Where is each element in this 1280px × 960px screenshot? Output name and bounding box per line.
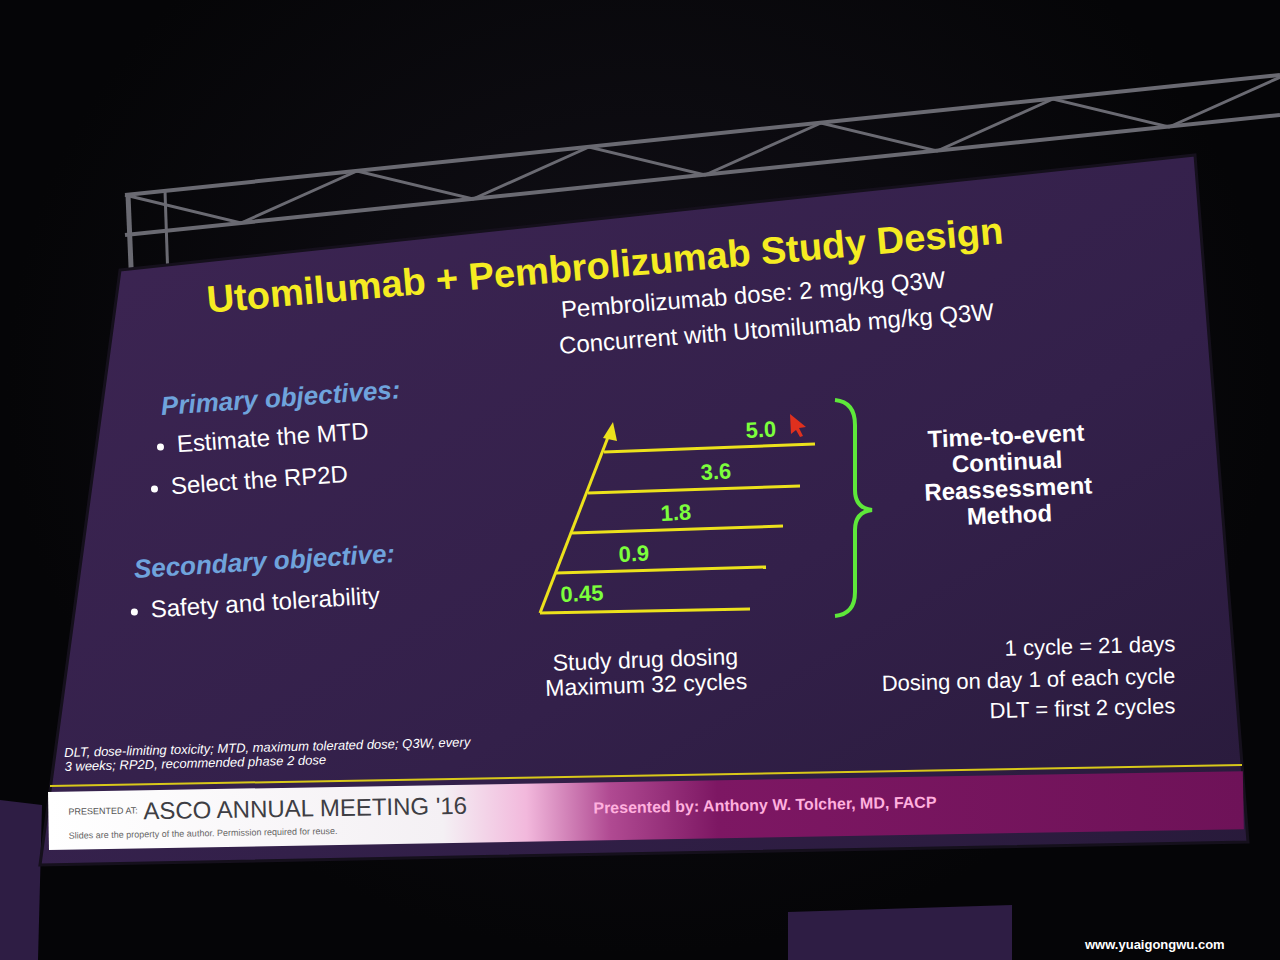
footer-notice: Slides are the property of the author. P…: [69, 827, 338, 842]
meeting-name: ASCO ANNUAL MEETING '16: [143, 793, 467, 825]
method-note: Time-to-event Continual Reassessment Met…: [893, 418, 1122, 533]
dose-level: 0.9: [618, 541, 650, 567]
projection-screen: [40, 155, 1248, 865]
watermark: www.yuaigongwu.com: [1085, 938, 1225, 952]
side-screen: [788, 905, 1012, 960]
axis-arrowhead: [603, 422, 617, 441]
dose-staircase: [540, 432, 815, 613]
footer-tag: PRESENTED AT:: [68, 806, 138, 817]
dosing-note: Study drug dosing Maximum 32 cycles: [515, 643, 777, 703]
dose-level: 5.0: [745, 417, 777, 443]
presenter: Presented by: Anthony W. Tolcher, MD, FA…: [593, 793, 936, 817]
dose-level: 1.8: [660, 500, 692, 526]
side-screen: [0, 800, 42, 960]
laser-pointer: [790, 414, 806, 437]
curly-bracket: [835, 400, 872, 616]
dose-level: 0.45: [560, 581, 604, 607]
dose-level: 3.6: [700, 459, 732, 485]
